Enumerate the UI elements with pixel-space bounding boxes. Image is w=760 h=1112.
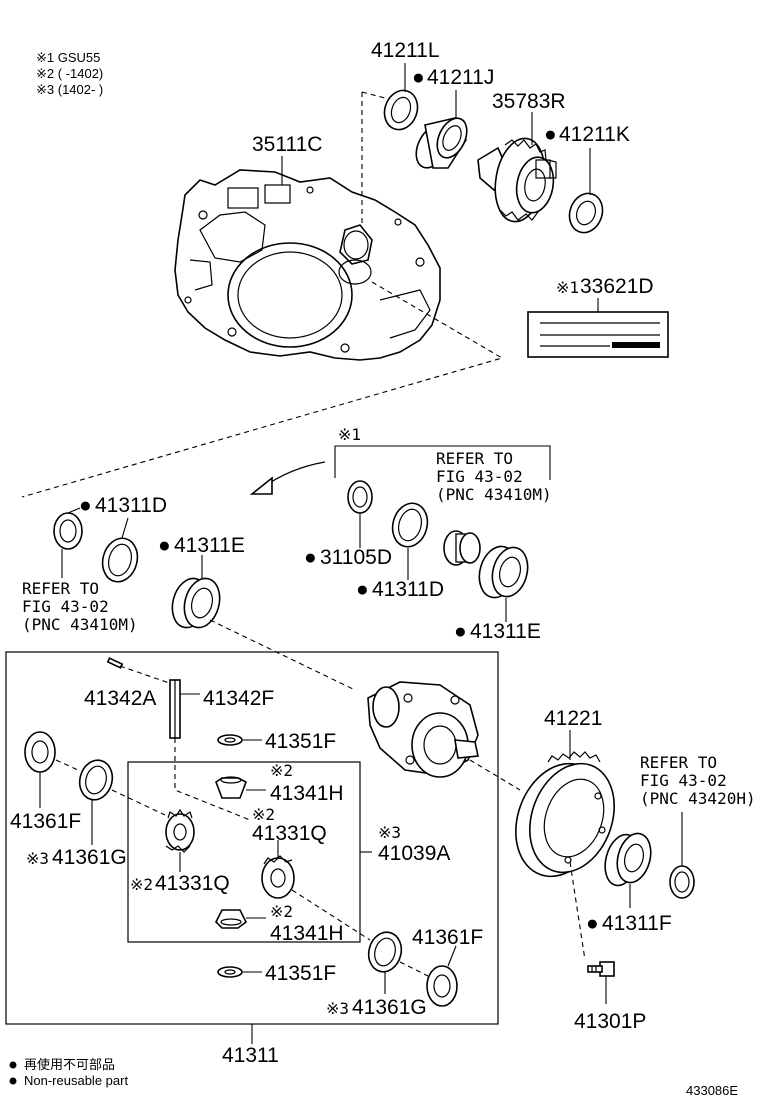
label-41311: 41311 — [222, 1044, 279, 1067]
label-41039A: 41039A — [378, 842, 450, 865]
label-41361F-a: 41361F — [10, 810, 81, 833]
label-41211K: 41211K — [559, 123, 630, 146]
refer-left-line2: FIG 43-02 — [22, 597, 109, 616]
label-41361G-b: 41361G — [352, 996, 427, 1019]
note-line-1: ※1 GSU55 — [36, 50, 100, 65]
mark-41341H-b: ※2 — [270, 902, 293, 921]
label-41221: 41221 — [544, 707, 602, 730]
mark-41361G-a: ※3 — [26, 849, 49, 868]
label-41311D-a: 41311D — [95, 494, 167, 517]
legend-bullet-1 — [9, 1061, 17, 1069]
label-41211J: 41211J — [427, 66, 494, 89]
refer-top-line2: FIG 43-02 — [436, 467, 523, 486]
marker-41211K: ● — [544, 123, 557, 146]
marker-41311E-b: ● — [454, 620, 467, 643]
legend-line-1: 再使用不可部品 — [24, 1057, 115, 1072]
label-plate-33621D-drawing — [527, 311, 669, 358]
mark-41331Q-b: ※2 — [130, 875, 153, 894]
refer-left-line1: REFER TO — [22, 579, 99, 598]
label-41331Q-a: 41331Q — [252, 822, 327, 845]
mark-41361G-b: ※3 — [326, 999, 349, 1018]
label-41351F-b: 41351F — [265, 962, 336, 985]
label-41361G-a: 41361G — [52, 846, 127, 869]
refer-right-line3: (PNC 43420H) — [640, 789, 756, 808]
label-35783R: 35783R — [492, 90, 566, 113]
ring-gear-41221-drawing — [515, 751, 615, 878]
marker-41211J: ● — [412, 66, 425, 89]
label-41331Q-b: 41331Q — [155, 872, 230, 895]
mark-41341H-a: ※2 — [270, 761, 293, 780]
label-41311D-b: 41311D — [372, 578, 444, 601]
refer-left-line3: (PNC 43410M) — [22, 615, 138, 634]
prefix-33621D: ※1 — [556, 278, 579, 297]
label-41351F-a: 41351F — [265, 730, 336, 753]
differential-case-drawing — [367, 681, 479, 778]
label-33621D: 33621D — [580, 275, 654, 298]
label-41342A: 41342A — [84, 687, 156, 710]
legend-bullet-2 — [9, 1077, 17, 1085]
marker-41311F: ● — [586, 912, 599, 935]
label-41301P: 41301P — [574, 1010, 646, 1033]
marker-31105D: ● — [304, 546, 317, 569]
group-mark-1: ※1 — [338, 425, 361, 444]
bolt-41301P-drawing — [587, 961, 615, 977]
refer-right-line1: REFER TO — [640, 753, 717, 772]
label-41341H-a: 41341H — [270, 782, 344, 805]
label-41361F-b: 41361F — [412, 926, 483, 949]
refer-top-line3: (PNC 43410M) — [436, 485, 552, 504]
label-41311E-b: 41311E — [470, 620, 541, 643]
label-41342F: 41342F — [203, 687, 274, 710]
label-41211L: 41211L — [371, 39, 440, 62]
refer-right-line2: FIG 43-02 — [640, 771, 727, 790]
note-line-2: ※2 ( -1402) — [36, 66, 103, 81]
gear-35783R-drawing — [477, 137, 557, 223]
mark-41039A: ※3 — [378, 823, 401, 842]
label-41341H-b: 41341H — [270, 922, 344, 945]
marker-41311D-b: ● — [356, 578, 369, 601]
mark-41331Q-a: ※2 — [252, 805, 275, 824]
refer-top-line1: REFER TO — [436, 449, 513, 468]
legend-line-2: Non-reusable part — [24, 1073, 128, 1088]
figure-number: 433086E — [686, 1083, 738, 1098]
marker-41311D-a: ● — [79, 494, 92, 517]
label-31105D: 31105D — [320, 546, 392, 569]
bearing-41211J-drawing — [415, 117, 468, 169]
marker-41311E-a: ● — [158, 534, 171, 557]
label-35111C: 35111C — [252, 133, 322, 156]
note-line-3: ※3 (1402- ) — [36, 82, 103, 97]
label-41311F: 41311F — [602, 912, 672, 935]
label-41311E-a: 41311E — [174, 534, 245, 557]
transaxle-housing-drawing — [174, 169, 441, 361]
